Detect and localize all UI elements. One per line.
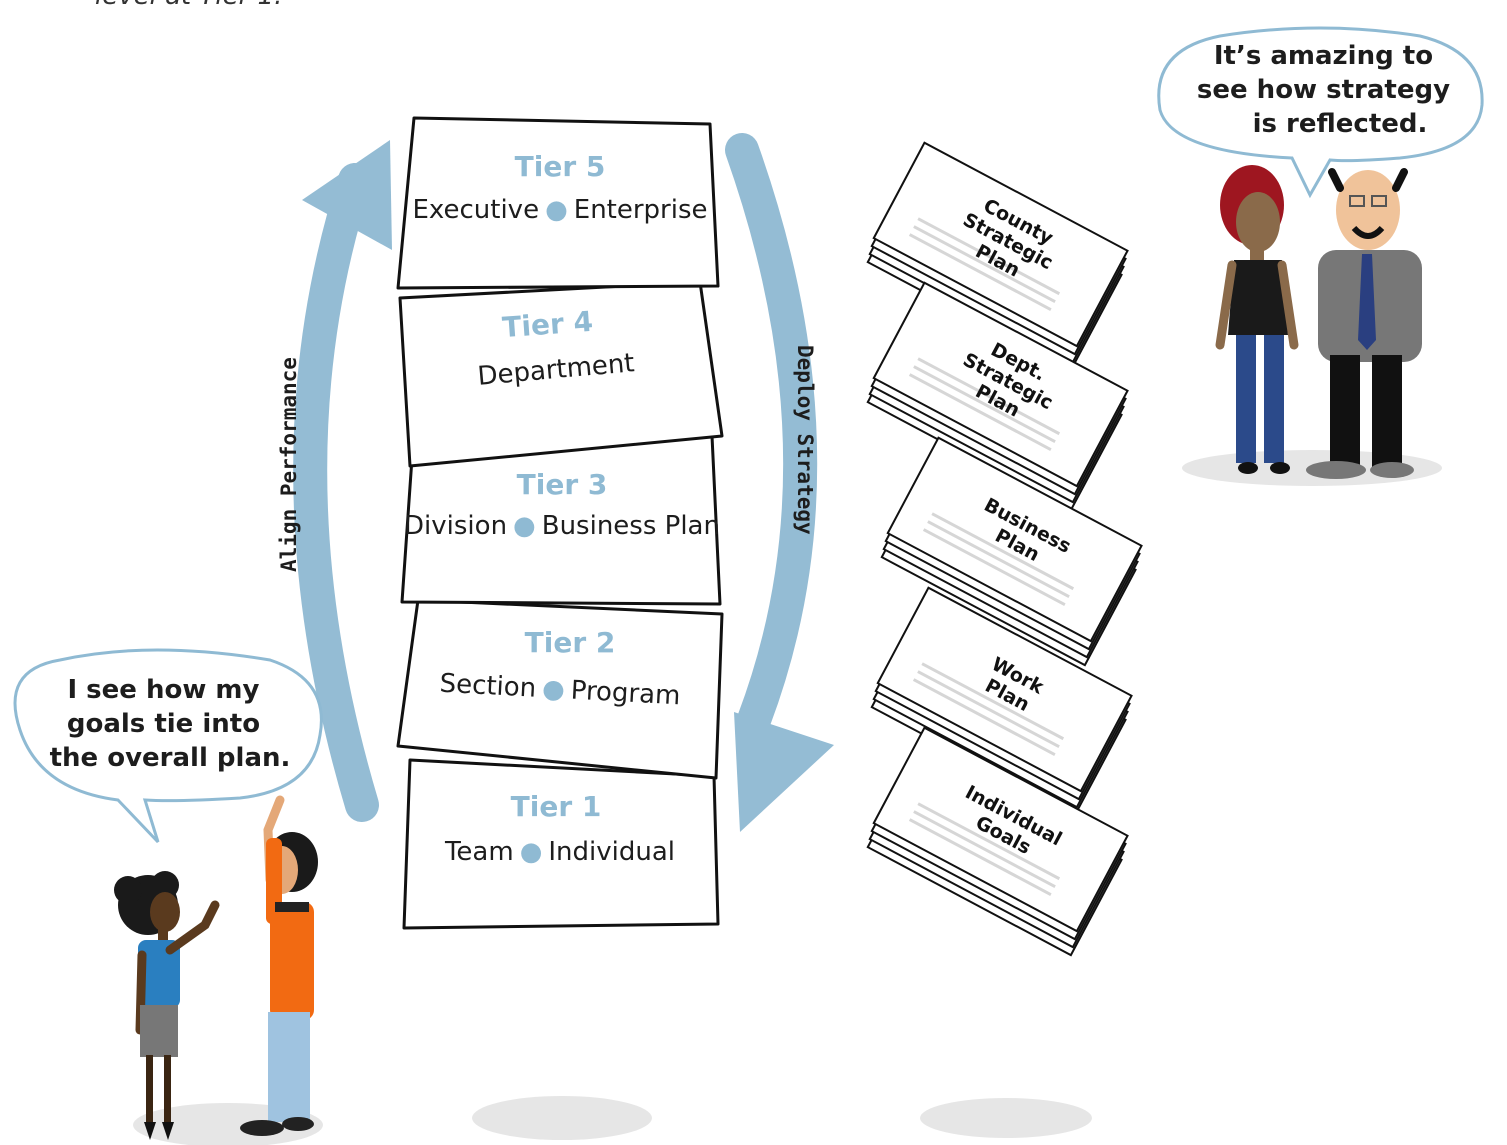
plan-document-stack: BusinessPlan bbox=[880, 436, 1143, 667]
speech-bubble-right: It’s amazing to see how strategy is refl… bbox=[1157, 26, 1484, 199]
tier-5-desc: Executive●Enterprise bbox=[412, 195, 707, 225]
bubble-left-line-3: the overall plan. bbox=[50, 743, 291, 773]
tier-3-label: Tier 3 bbox=[517, 468, 608, 501]
svg-text:I see how my goals tie i: I see how my goals tie into the overall … bbox=[50, 675, 291, 773]
tier-4-label: Tier 4 bbox=[501, 305, 594, 344]
plan-document-stack: Dept.StrategicPlan bbox=[866, 281, 1129, 512]
plan-document-stack: IndividualGoals bbox=[866, 726, 1129, 957]
tier-card-4: Tier 4 Department bbox=[398, 280, 724, 468]
tier-card-5: Tier 5 Executive●Enterprise bbox=[396, 116, 720, 290]
bubble-left-line-2: goals tie into bbox=[67, 709, 260, 739]
tier-3-desc: Division●Business Plan bbox=[404, 511, 720, 541]
align-performance-label: Align Performance bbox=[277, 357, 301, 572]
tier-card-1: Tier 1 Team●Individual bbox=[402, 758, 720, 930]
bubble-left-line-1: I see how my bbox=[67, 675, 259, 705]
tier-2-desc: Section●Program bbox=[439, 669, 681, 712]
top-text-fragment: level at Tier 1. bbox=[95, 0, 282, 11]
tier-1-desc: Team●Individual bbox=[444, 837, 675, 867]
svg-text:It’s amazing to see how: It’s amazing to see how strategy is refl… bbox=[1197, 41, 1459, 139]
tier-1-label: Tier 1 bbox=[511, 790, 602, 823]
tier-card-2: Tier 2 Section●Program bbox=[396, 598, 724, 780]
bubble-right-line-3: is reflected. bbox=[1253, 109, 1428, 139]
plan-documents: CountyStrategicPlanDept.StrategicPlanBus… bbox=[866, 141, 1143, 957]
bubble-right-line-1: It’s amazing to bbox=[1214, 41, 1433, 71]
ground-shadow-right bbox=[920, 1098, 1092, 1138]
ground-shadow-center bbox=[472, 1096, 652, 1140]
tier-5-label: Tier 5 bbox=[515, 150, 606, 183]
tier-2-label: Tier 2 bbox=[525, 626, 616, 659]
woman-character-right bbox=[1215, 165, 1299, 474]
woman-character-left bbox=[114, 871, 220, 1140]
man-character-left bbox=[240, 795, 318, 1136]
plan-document-stack: CountyStrategicPlan bbox=[866, 141, 1129, 372]
plan-document-stack: WorkPlan bbox=[870, 586, 1133, 817]
man-character-right bbox=[1306, 168, 1422, 479]
bubble-right-line-2: see how strategy bbox=[1197, 75, 1450, 105]
deploy-strategy-arrow: Deploy Strategy bbox=[725, 133, 834, 832]
deploy-strategy-label: Deploy Strategy bbox=[793, 345, 817, 535]
align-performance-arrow: Align Performance bbox=[277, 140, 392, 822]
speech-bubble-left: I see how my goals tie into the overall … bbox=[13, 648, 323, 844]
